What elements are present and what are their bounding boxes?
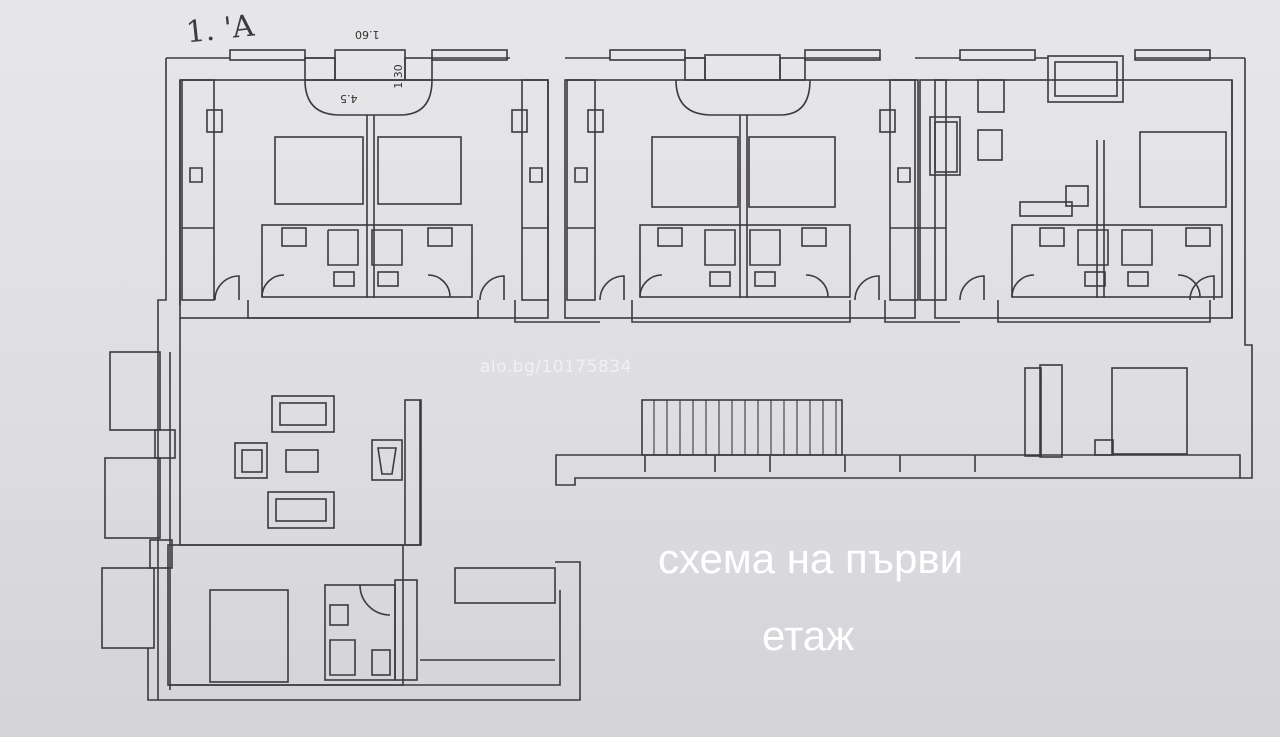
balcony-note-label: 4.5	[340, 92, 358, 105]
stairs	[641, 399, 843, 456]
watermark: alo.bg/10175834	[480, 357, 632, 377]
caption-line-1: схема на първи	[658, 535, 964, 582]
bathroom-block-2	[639, 224, 851, 298]
room-3	[934, 79, 1233, 319]
handwritten-note: 1. 'A	[184, 8, 256, 51]
bathroom-block-3	[1011, 224, 1223, 298]
dimension-width-label: 1.60	[355, 28, 380, 41]
dimension-height-label: 1.30	[391, 64, 405, 89]
bathroom-block-1	[261, 224, 473, 298]
caption-line-2: етаж	[762, 612, 855, 659]
